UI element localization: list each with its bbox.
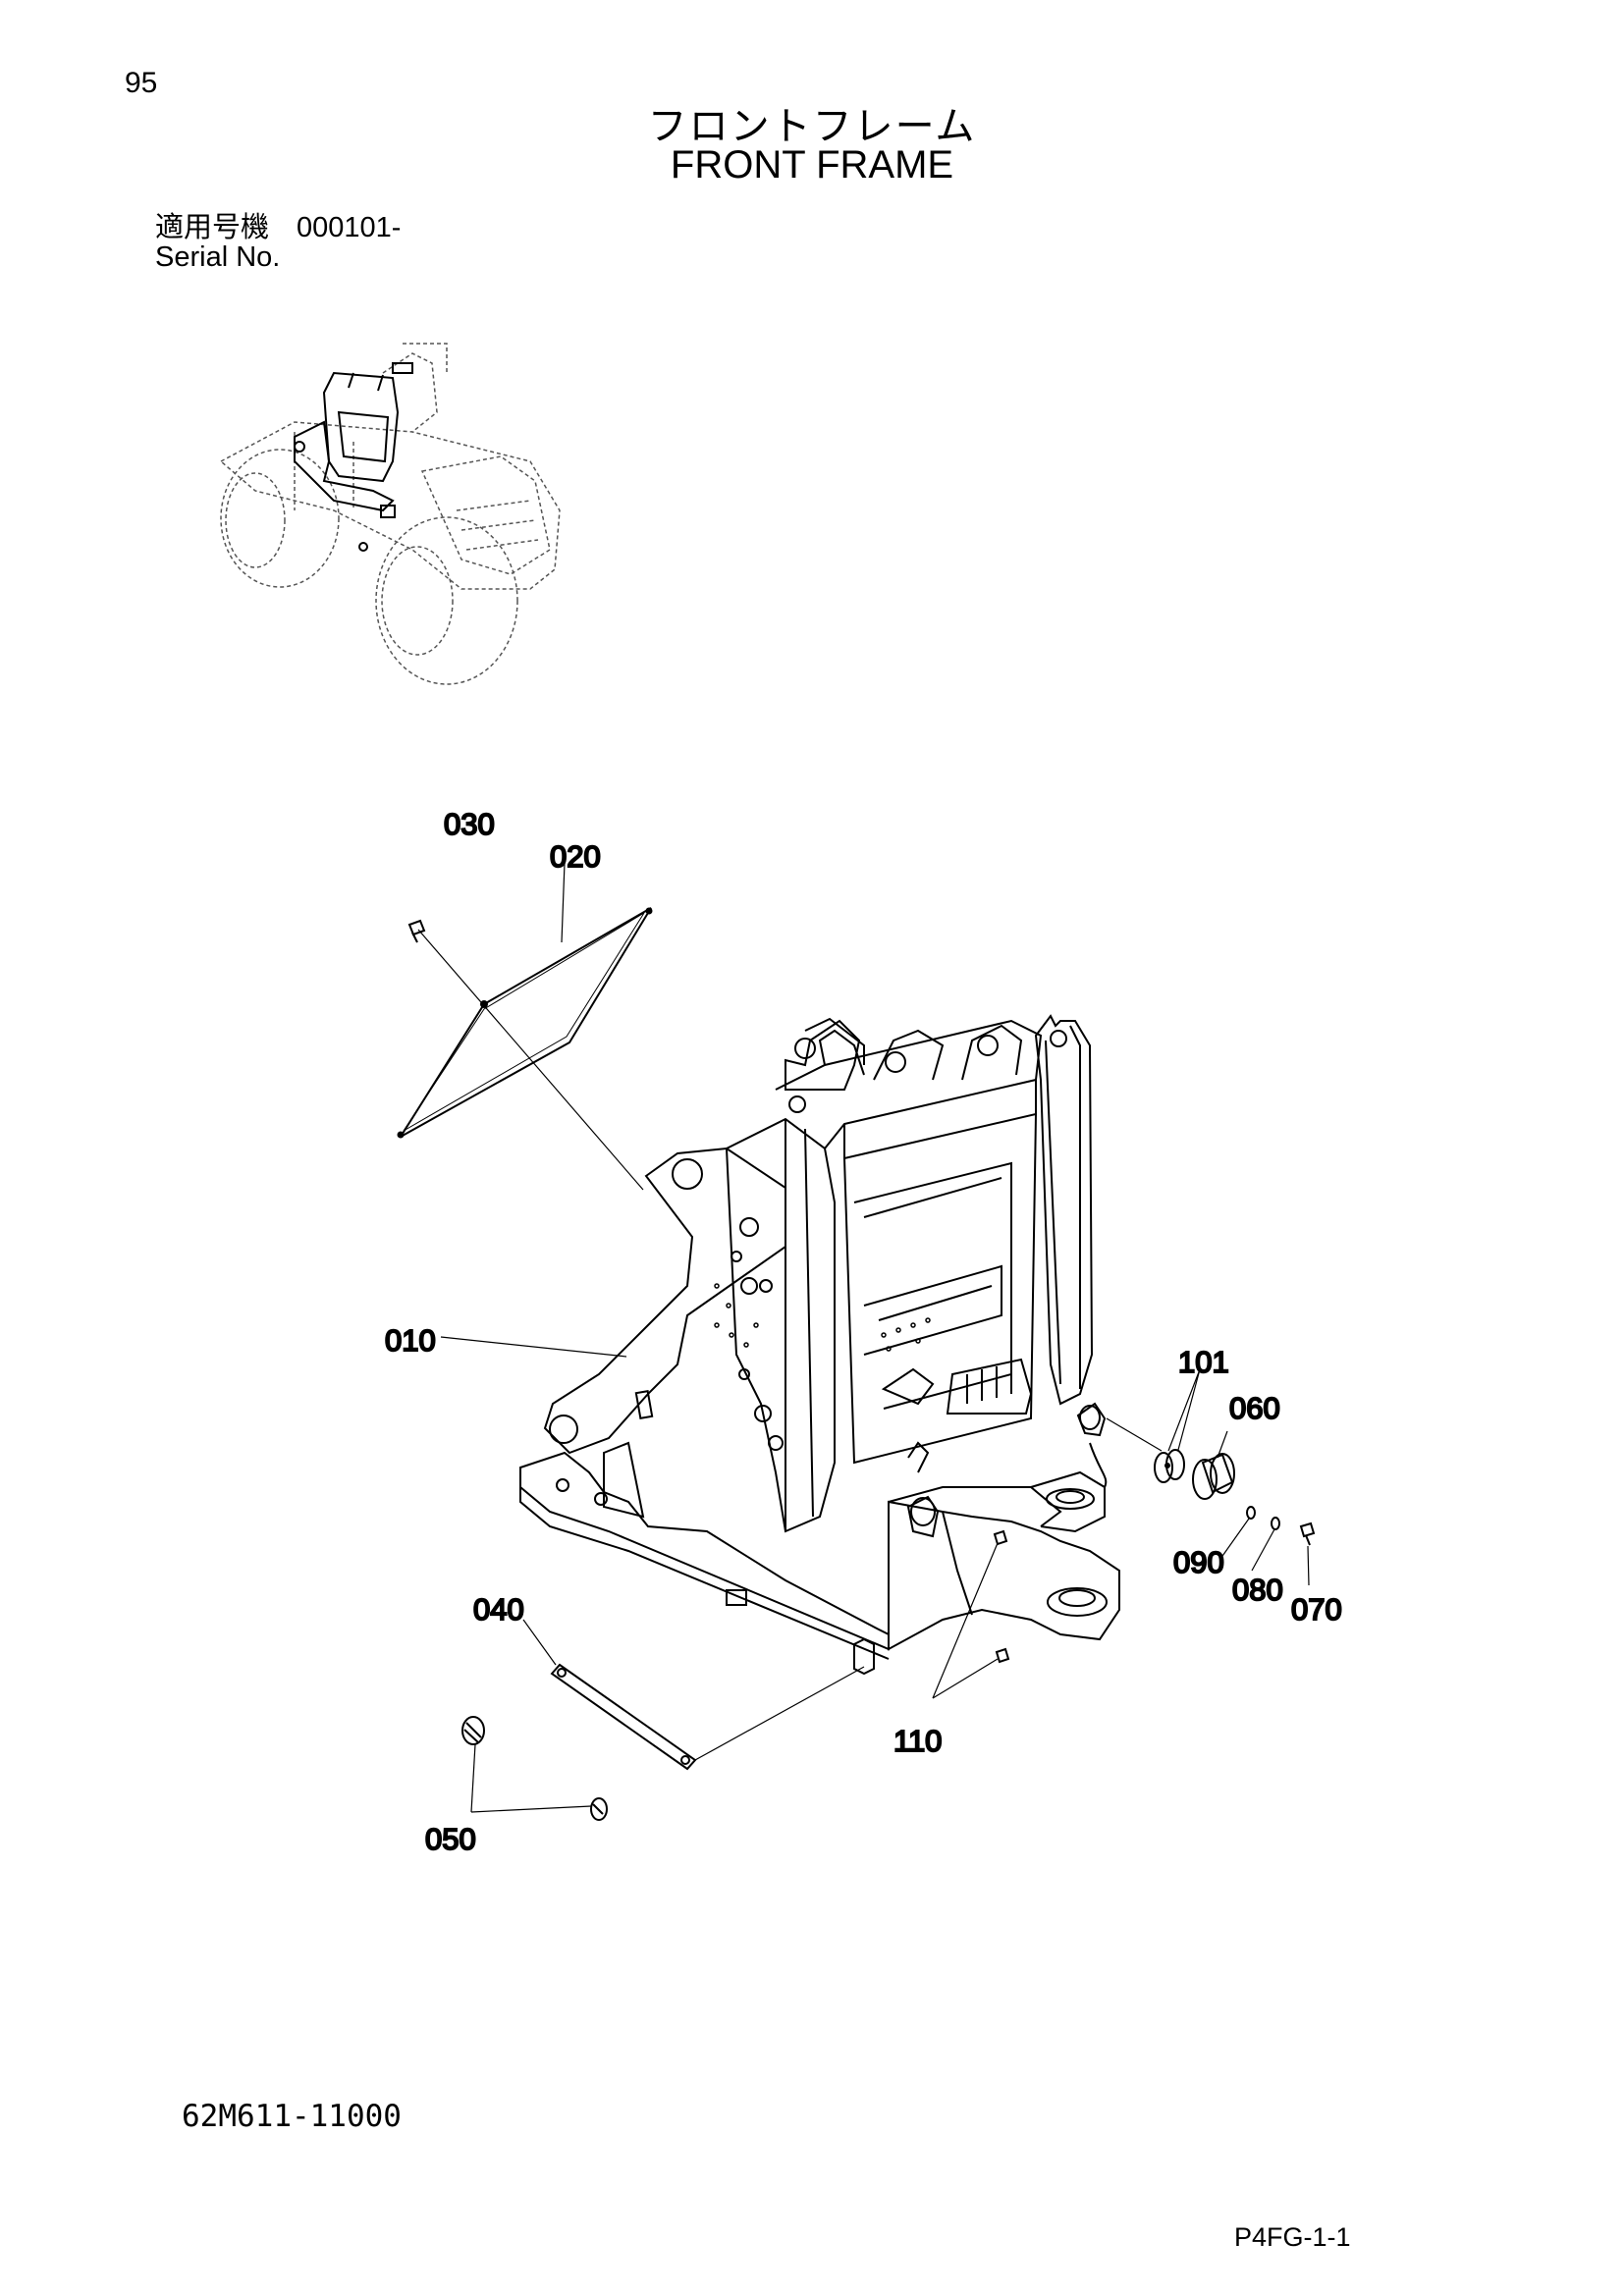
part-washer-080 <box>1271 1517 1280 1530</box>
callout-010: 010 <box>385 1323 436 1358</box>
page-code: P4FG-1-1 <box>1234 2222 1351 2252</box>
serial-label-jp-text: 適用号機 <box>155 210 270 243</box>
serial-value: 000101- <box>297 212 402 243</box>
part-pin-110 <box>993 1529 1010 1664</box>
callout-060: 060 <box>1229 1391 1280 1425</box>
leader-lines <box>417 862 1310 1813</box>
callout-080: 080 <box>1232 1573 1283 1607</box>
callout-030: 030 <box>444 807 495 841</box>
document-code: 62M611-11000 <box>182 2099 402 2134</box>
page-title: FRONT FRAME <box>670 143 954 187</box>
part-washer-090 <box>1246 1506 1256 1520</box>
part-pad-060 <box>1192 1453 1235 1500</box>
part-front-frame-010 <box>519 1014 1120 1676</box>
callout-090: 090 <box>1173 1545 1224 1579</box>
part-bar-040 <box>550 1663 697 1771</box>
callout-070: 070 <box>1291 1592 1342 1627</box>
part-shims-101 <box>1154 1449 1185 1483</box>
machine-thumbnail <box>219 343 561 685</box>
part-nut-050 <box>461 1716 608 1821</box>
callout-110: 110 <box>893 1724 942 1758</box>
page-title-japanese: フロントフレーム <box>647 104 977 149</box>
callout-040: 040 <box>473 1592 524 1627</box>
part-bolt-070 <box>1299 1522 1316 1546</box>
serial-label-japanese: 適用号機 000101- <box>155 204 401 245</box>
part-cover-020 <box>397 907 653 1139</box>
callout-101: 101 <box>1178 1345 1229 1379</box>
page-number: 95 <box>125 67 158 99</box>
serial-label: Serial No. <box>155 241 281 273</box>
part-bolt-030 <box>407 919 426 943</box>
callout-020: 020 <box>550 839 601 874</box>
callout-050: 050 <box>425 1822 476 1856</box>
